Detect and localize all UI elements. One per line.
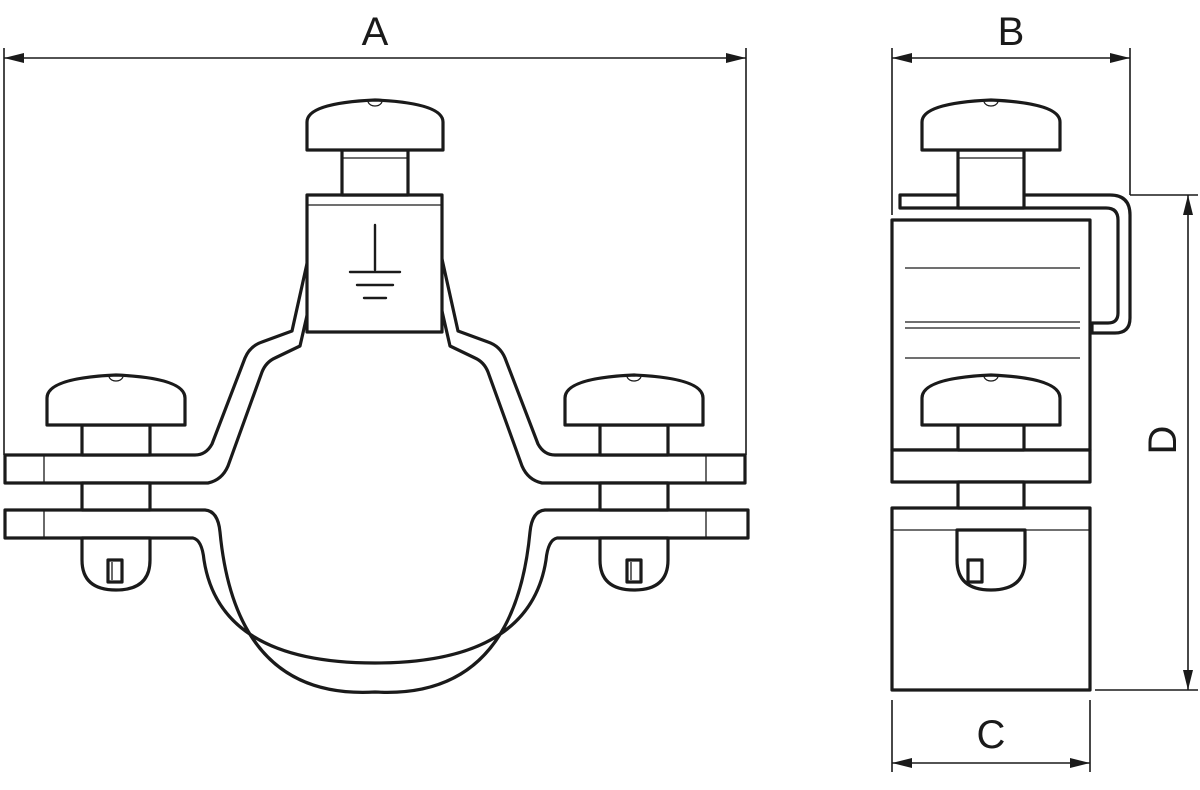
earth-ground-icon xyxy=(348,223,402,300)
dimension-b-label: B xyxy=(998,10,1025,54)
lower-saddle-band xyxy=(3,508,750,694)
dimension-b: B xyxy=(891,10,1131,215)
dimension-a-label: A xyxy=(362,10,389,54)
dimension-d-label: D xyxy=(1141,426,1185,455)
dimension-c-label: C xyxy=(977,713,1006,757)
top-screw xyxy=(305,98,445,197)
dimension-c: C xyxy=(891,700,1091,772)
dimension-a: A xyxy=(3,10,747,455)
side-view xyxy=(890,98,1132,692)
right-screw xyxy=(563,373,705,592)
left-screw xyxy=(45,373,187,592)
hook-strap xyxy=(898,193,1132,335)
front-view xyxy=(3,98,750,694)
dimension-d: D xyxy=(1095,194,1198,691)
upper-strap xyxy=(3,248,324,485)
